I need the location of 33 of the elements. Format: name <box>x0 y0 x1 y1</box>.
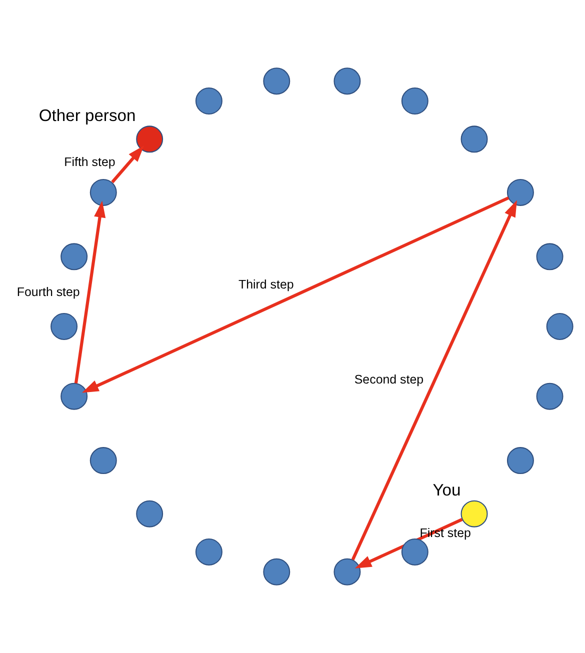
node-circle <box>506 178 534 206</box>
node-circle <box>60 382 88 410</box>
edge-label: Second step <box>354 372 424 386</box>
node-circle <box>334 558 361 586</box>
node-circle <box>195 88 222 114</box>
edge-label: Fourth step <box>16 284 80 299</box>
node-circle <box>401 88 428 114</box>
node-circle <box>334 68 361 95</box>
node-circle <box>90 447 117 474</box>
node-circle <box>136 500 164 528</box>
node-circle <box>90 178 117 206</box>
node-circle <box>536 382 564 410</box>
node-circle <box>401 538 428 566</box>
node-circle <box>136 126 164 153</box>
node-circle <box>195 538 222 566</box>
edge-label: Fifth step <box>64 155 116 170</box>
node-circle <box>60 243 88 270</box>
node-circle <box>50 313 78 340</box>
arrow <box>82 196 510 393</box>
arrow <box>351 200 517 560</box>
node-label: Other person <box>38 106 136 125</box>
arrow <box>111 145 144 184</box>
node-circle <box>460 126 488 153</box>
arrow <box>354 518 463 568</box>
edge-label: Third step <box>238 278 294 292</box>
node-label: You <box>432 480 461 500</box>
node-circle <box>536 243 564 270</box>
node-circle <box>460 500 488 528</box>
node-circle <box>263 68 290 95</box>
arrow <box>74 200 106 384</box>
node-circle <box>263 558 290 586</box>
node-circle <box>546 313 574 340</box>
node-circle <box>506 447 534 474</box>
